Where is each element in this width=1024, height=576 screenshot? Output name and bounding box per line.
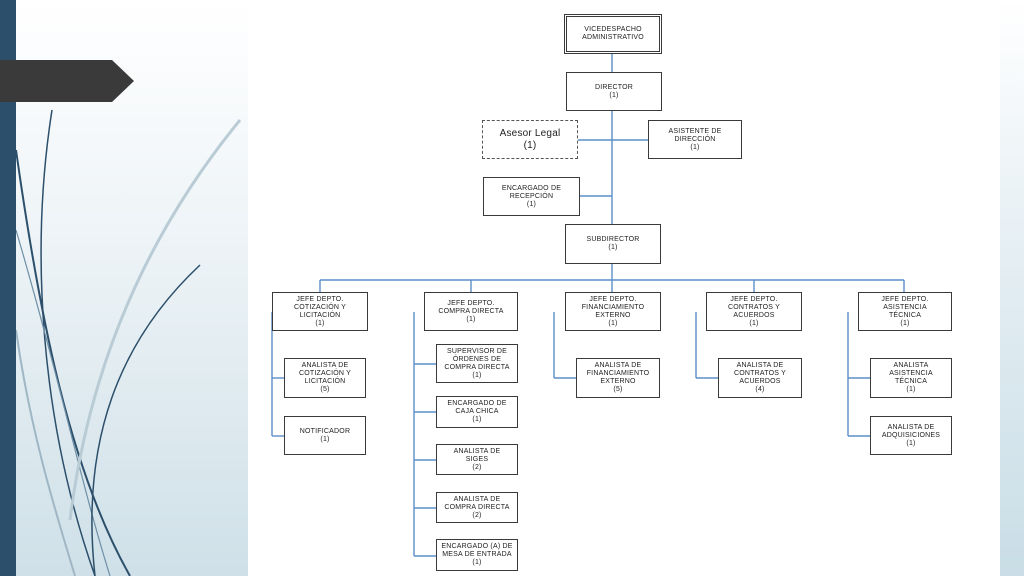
box-label: ANALISTA DE (453, 495, 501, 503)
box-jefe-cotizacion: JEFE DEPTO. COTIZACIÓN Y LICITACIÓN (1) (272, 292, 368, 331)
box-label: ANALISTA DE (736, 362, 784, 369)
box-asistente-direccion: ASISTENTE DE DIRECCIÓN (1) (648, 120, 742, 159)
box-label: EXTERNO (595, 311, 631, 319)
box-label: LICITACIÓN (304, 378, 346, 385)
box-label: SUPERVISOR DE (446, 347, 508, 355)
box-label: COTIZACIÓN Y (298, 370, 352, 377)
box-count: (1) (749, 319, 759, 327)
box-analista-contratos: ANALISTA DE CONTRATOS Y ACUERDOS (4) (718, 358, 802, 398)
box-count: (1) (315, 319, 325, 327)
box-label: ANALISTA DE (887, 423, 935, 431)
box-label: COMPRA DIRECTA (444, 363, 510, 371)
box-label: COMPRA DIRECTA (444, 503, 510, 511)
box-label: ANALISTA DE (453, 447, 501, 455)
box-label: ANALISTA DE (301, 362, 349, 369)
box-count: (1) (320, 435, 330, 443)
box-label: ANALISTA DE (594, 362, 642, 369)
box-asesor-legal: Asesor Legal (1) (482, 120, 578, 159)
box-label: SIGES (465, 455, 489, 463)
box-label: CONTRATOS Y (734, 370, 786, 377)
box-count: (2) (472, 463, 482, 471)
box-count: (1) (609, 91, 619, 99)
box-count: (1) (906, 386, 916, 393)
box-analista-cotizacion: ANALISTA DE COTIZACIÓN Y LICITACIÓN (5) (284, 358, 366, 398)
box-label: EXTERNO (600, 378, 636, 385)
box-count: (2) (472, 511, 482, 519)
box-count: (1) (608, 319, 618, 327)
box-label: TÉCNICA (894, 378, 928, 385)
left-accent-bar (0, 0, 16, 576)
box-label: RECEPCIÓN (509, 192, 554, 200)
box-label: JEFE DEPTO. (447, 299, 495, 307)
box-jefe-financiamiento: JEFE DEPTO. FINANCIAMIENTO EXTERNO (1) (565, 292, 661, 331)
box-analista-financiamiento: ANALISTA DE FINANCIAMIENTO EXTERNO (5) (576, 358, 660, 398)
box-jefe-asistencia: JEFE DEPTO. ASISTENCIA TÉCNICA (1) (858, 292, 952, 331)
box-count: (5) (320, 386, 330, 393)
box-label: ENCARGADO DE (447, 400, 507, 407)
box-analista-siges: ANALISTA DE SIGES (2) (436, 444, 518, 475)
box-label: DIRECCIÓN (674, 135, 716, 143)
box-count: (1) (690, 143, 700, 151)
box-label: ENCARGADO (A) DE (441, 543, 513, 550)
box-label: ASISTENCIA (883, 303, 927, 311)
box-label: CONTRATOS Y (728, 303, 780, 311)
box-label: ACUERDOS (739, 378, 781, 385)
box-jefe-contratos: JEFE DEPTO. CONTRATOS Y ACUERDOS (1) (706, 292, 802, 331)
box-analista-adquisiciones: ANALISTA DE ADQUISICIONES (1) (870, 416, 952, 455)
box-count: (1) (906, 439, 916, 447)
box-analista-asistencia: ANALISTA ASISTENCIA TÉCNICA (1) (870, 358, 952, 398)
box-label: Asesor Legal (499, 127, 561, 139)
box-subdirector: SUBDIRECTOR (1) (565, 224, 661, 264)
box-label: FINANCIAMIENTO (586, 370, 650, 377)
box-label: JEFE DEPTO. (589, 295, 637, 303)
box-analista-compra-directa: ANALISTA DE COMPRA DIRECTA (2) (436, 492, 518, 523)
connector-lines (271, 54, 905, 557)
box-label: JEFE DEPTO. (296, 295, 344, 303)
box-count: (1) (472, 559, 482, 566)
box-label: ACUERDOS (733, 311, 775, 319)
box-encargado-recepcion: ENCARGADO DE RECEPCIÓN (1) (483, 177, 580, 216)
box-label: ASISTENTE DE (668, 127, 722, 135)
box-label: ASISTENCIA (889, 370, 933, 377)
org-chart: VICEDESPACHO ADMINISTRATIVO DIRECTOR (1)… (248, 0, 1000, 576)
box-label: COTIZACIÓN Y (293, 303, 347, 311)
box-count: (1) (472, 371, 482, 379)
right-margin (1000, 0, 1024, 576)
box-label: COMPRA DIRECTA (438, 307, 504, 315)
box-count: (1) (472, 416, 482, 423)
box-label: SUBDIRECTOR (586, 236, 640, 243)
box-label: JEFE DEPTO. (881, 295, 929, 303)
box-label: JEFE DEPTO. (730, 295, 778, 303)
box-count: (4) (755, 386, 765, 393)
box-vicedespacho: VICEDESPACHO ADMINISTRATIVO (564, 14, 662, 54)
box-count: (1) (526, 200, 537, 208)
box-label: DIRECTOR (594, 83, 634, 91)
box-label: VICEDESPACHO (584, 26, 642, 33)
box-label: ADMINISTRATIVO (582, 34, 644, 41)
box-label: CAJA CHICA (455, 408, 499, 415)
box-count: (1) (523, 139, 537, 151)
box-caja-chica: ENCARGADO DE CAJA CHICA (1) (436, 396, 518, 428)
box-label: ÓRDENES DE (452, 355, 502, 363)
box-label: FINANCIAMIENTO (581, 303, 645, 311)
decorative-curves (15, 109, 242, 576)
box-label: ADQUISICIONES (881, 431, 941, 439)
box-label: NOTIFICADOR (299, 427, 351, 435)
box-mesa-entrada: ENCARGADO (A) DE MESA DE ENTRADA (1) (436, 539, 518, 571)
box-count: (1) (466, 315, 476, 323)
box-count: (1) (900, 319, 910, 327)
box-notificador: NOTIFICADOR (1) (284, 416, 366, 455)
box-label: ANALISTA (893, 362, 929, 369)
box-director: DIRECTOR (1) (566, 72, 662, 111)
box-count: (5) (613, 386, 623, 393)
box-label: LICITACIÓN (299, 311, 341, 319)
box-jefe-compra-directa: JEFE DEPTO. COMPRA DIRECTA (1) (424, 292, 518, 331)
box-count: (1) (608, 244, 618, 251)
box-label: MESA DE ENTRADA (442, 551, 512, 558)
box-supervisor-ordenes: SUPERVISOR DE ÓRDENES DE COMPRA DIRECTA … (436, 344, 518, 383)
box-label: ENCARGADO DE (501, 184, 562, 192)
title-arrow-tab (0, 60, 134, 102)
box-label: TÉCNICA (888, 311, 922, 319)
